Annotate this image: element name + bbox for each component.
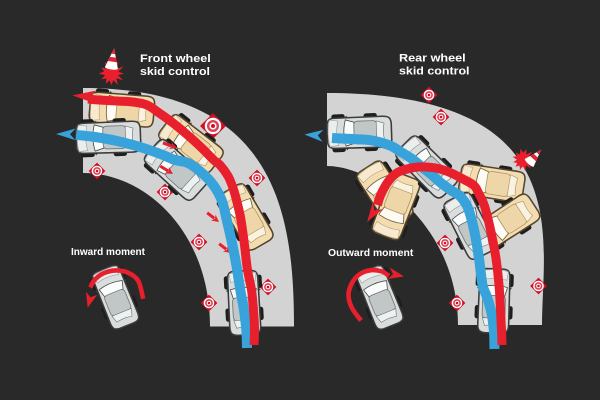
svg-text:skid control: skid control — [399, 66, 470, 78]
svg-text:Front wheel: Front wheel — [140, 53, 211, 65]
svg-text:Outward moment: Outward moment — [328, 248, 414, 259]
svg-text:skid control: skid control — [140, 66, 210, 78]
svg-text:Inward moment: Inward moment — [71, 247, 146, 258]
svg-text:Rear wheel: Rear wheel — [399, 53, 466, 65]
